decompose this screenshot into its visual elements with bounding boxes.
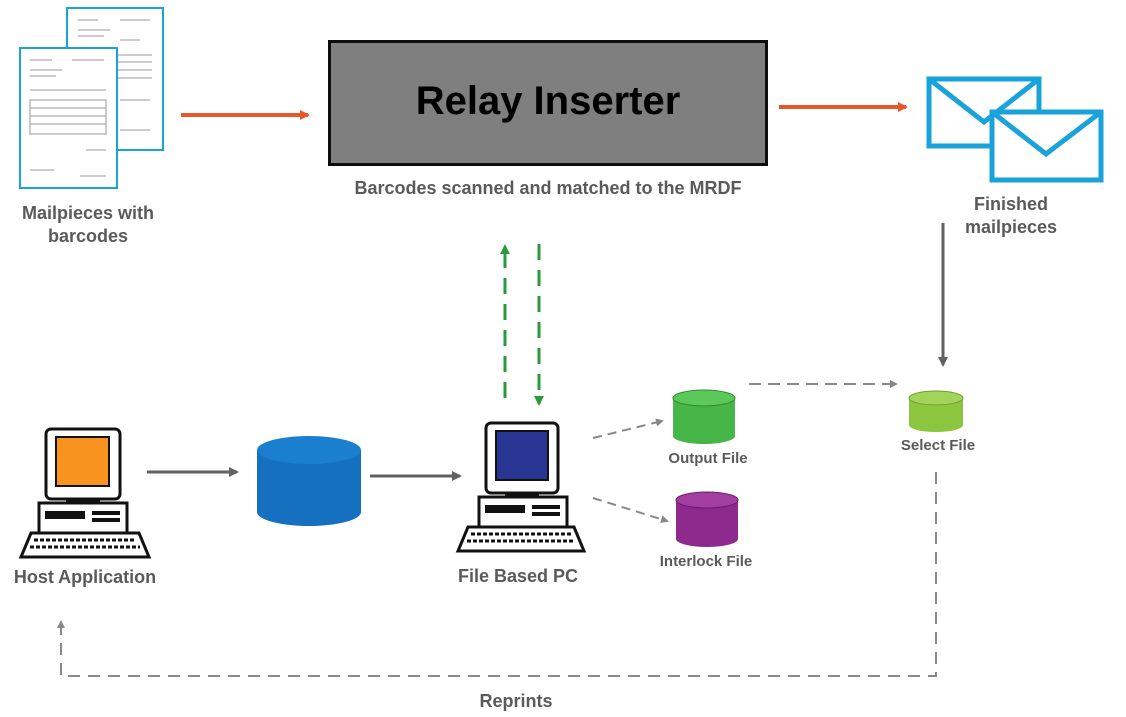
mailpieces-label-line-1: Mailpieces with [21,203,155,223]
file-based-pc-label: File Based PC [457,566,579,586]
database-icon [257,436,361,526]
file-based-pc-icon [455,421,587,553]
barcodes-scanned-label: Barcodes scanned and matched to the MRDF [354,178,742,198]
dashed-arrow-to-interlock [592,497,669,524]
mailpiece-documents-icon [19,7,164,189]
mailpieces-label: Mailpieces with barcodes [0,202,176,248]
output-file-icon [672,389,736,444]
interlock-file-icon [675,491,739,547]
interlock-file-label: Interlock File [659,553,753,570]
host-application-label: Host Application [13,567,157,587]
finished-label-line-2: mailpieces [964,217,1058,237]
relay-inserter-box: Relay Inserter [328,40,768,166]
dashed-arrow-to-output [592,418,664,439]
finished-label-line-1: Finished [973,194,1048,214]
inserter-title: Relay Inserter [415,79,681,123]
output-file-label: Output File [668,450,748,467]
reprints-dashed-loop [57,472,937,677]
reprints-label: Reprints [479,691,553,711]
mailpieces-label-line-2: barcodes [47,226,129,246]
finished-mailpieces-label: Finished mailpieces [940,193,1082,239]
select-file-icon [908,390,964,432]
host-computer-icon [18,427,152,559]
select-file-label: Select File [900,437,976,454]
envelope-icon [926,76,1104,183]
